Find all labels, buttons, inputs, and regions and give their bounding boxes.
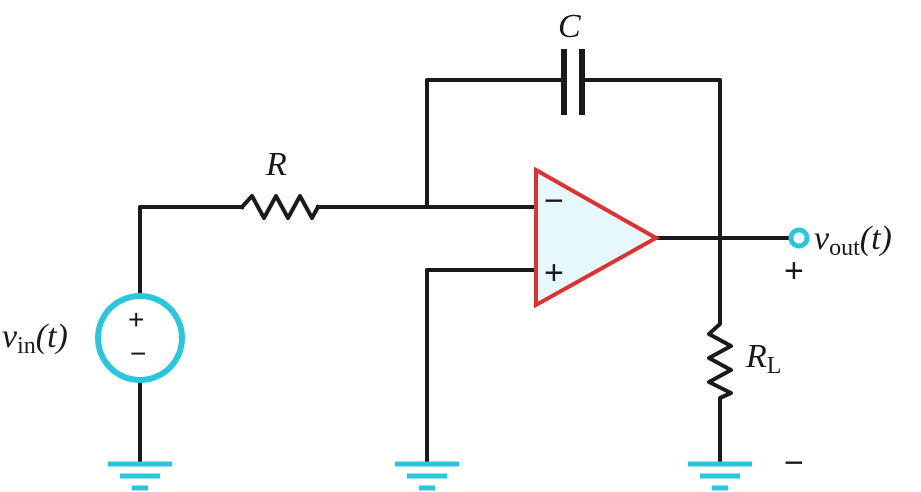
load-resistor-label: RL	[746, 338, 782, 379]
opamp-minus-sign: −	[544, 182, 564, 220]
op-amp	[534, 166, 661, 309]
capacitor-label: C	[558, 8, 581, 45]
input-wire	[138, 205, 244, 298]
opamp-plus-sign: +	[544, 254, 564, 292]
feedback-wire-right	[584, 78, 722, 322]
ground-source-icon	[108, 461, 172, 491]
vout-minus-sign: −	[784, 444, 804, 482]
feedback-wire-left	[425, 78, 562, 209]
resistor-label: R	[266, 146, 287, 183]
vout-plus-sign: +	[784, 252, 804, 290]
voltage-source	[95, 293, 185, 383]
output-terminal[interactable]	[788, 227, 810, 249]
source-plus-sign: +	[128, 304, 145, 335]
load-resistor	[707, 318, 733, 464]
ground-load-icon	[688, 461, 752, 491]
source-minus-sign: −	[130, 338, 147, 369]
noninverting-input-wire	[425, 268, 538, 464]
resistor-r	[239, 194, 321, 220]
ground-opamp-icon	[395, 461, 459, 491]
vin-label: vin(t)	[2, 318, 68, 359]
vout-label: vout(t)	[814, 220, 892, 261]
